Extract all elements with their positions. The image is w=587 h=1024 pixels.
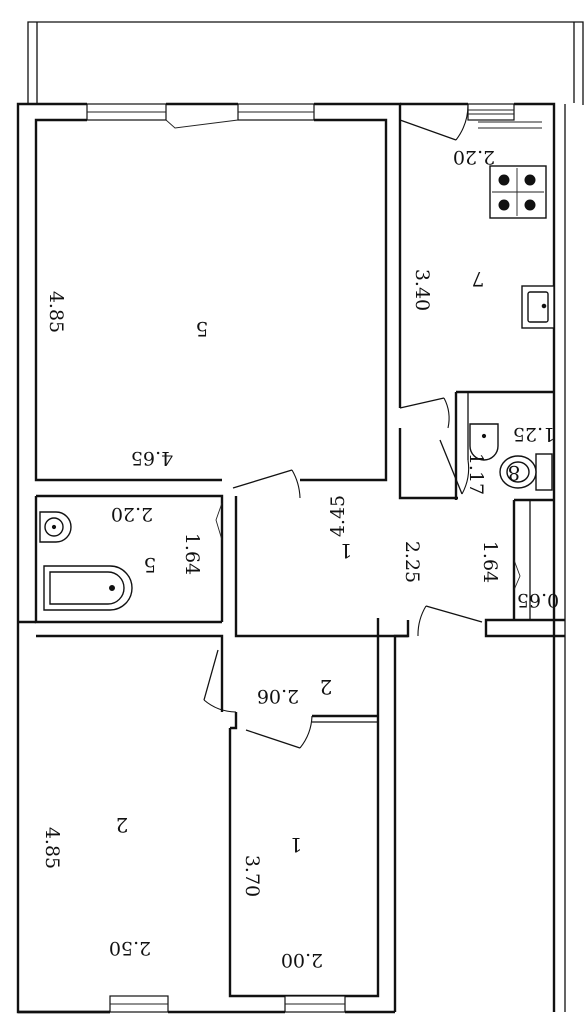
balcony (27, 21, 584, 105)
radiator-icon (478, 121, 542, 129)
bathroom-number: 5 (144, 553, 157, 577)
closet-width: 0.65 (517, 589, 559, 611)
hall-length: 2.25 (401, 541, 423, 583)
bathroom-length: 1.64 (181, 533, 203, 575)
corridor-width: 2.06 (257, 685, 299, 707)
bedroom-left-width: 2.50 (109, 937, 151, 959)
closet-length: 1.64 (479, 541, 501, 583)
kitchen-width: 2.20 (453, 146, 495, 168)
windows (86, 103, 515, 1013)
bedroom-right-width: 2.00 (281, 949, 323, 971)
living-length: 4.85 (45, 291, 67, 333)
kitchen-sink-icon (521, 285, 555, 329)
window-kitchen (467, 103, 515, 121)
toilet-width: 1.25 (513, 423, 555, 445)
bedroom-left-number: 2 (116, 813, 129, 837)
toilet-icon (499, 453, 553, 491)
hall-number: 1 (340, 539, 353, 563)
washbasin-icon (39, 511, 72, 543)
bathtub-icon (43, 565, 133, 611)
corridor-number: 2 (320, 675, 333, 699)
hall-width: 4.45 (327, 495, 349, 537)
bathroom-walls (18, 494, 408, 730)
toilet-basin-icon (469, 423, 499, 461)
bedroom-right-length: 3.70 (241, 855, 263, 897)
bedroom-right-number: 1 (290, 833, 303, 857)
kitchen-number: 7 (472, 267, 485, 291)
bathroom-width: 2.20 (111, 503, 153, 525)
stove-icon (489, 165, 547, 219)
doors (203, 103, 521, 749)
living-number: 5 (196, 317, 209, 341)
kitchen-length: 3.40 (411, 269, 433, 311)
room-labels: 5 4.65 4.85 7 2.20 3.40 1 4.45 2.25 5 2.… (41, 146, 559, 971)
bedroom-left-length: 4.85 (41, 827, 63, 869)
toilet-number: 8 (508, 461, 521, 485)
living-width: 4.65 (131, 447, 173, 469)
toilet-length: 1.17 (465, 453, 487, 495)
